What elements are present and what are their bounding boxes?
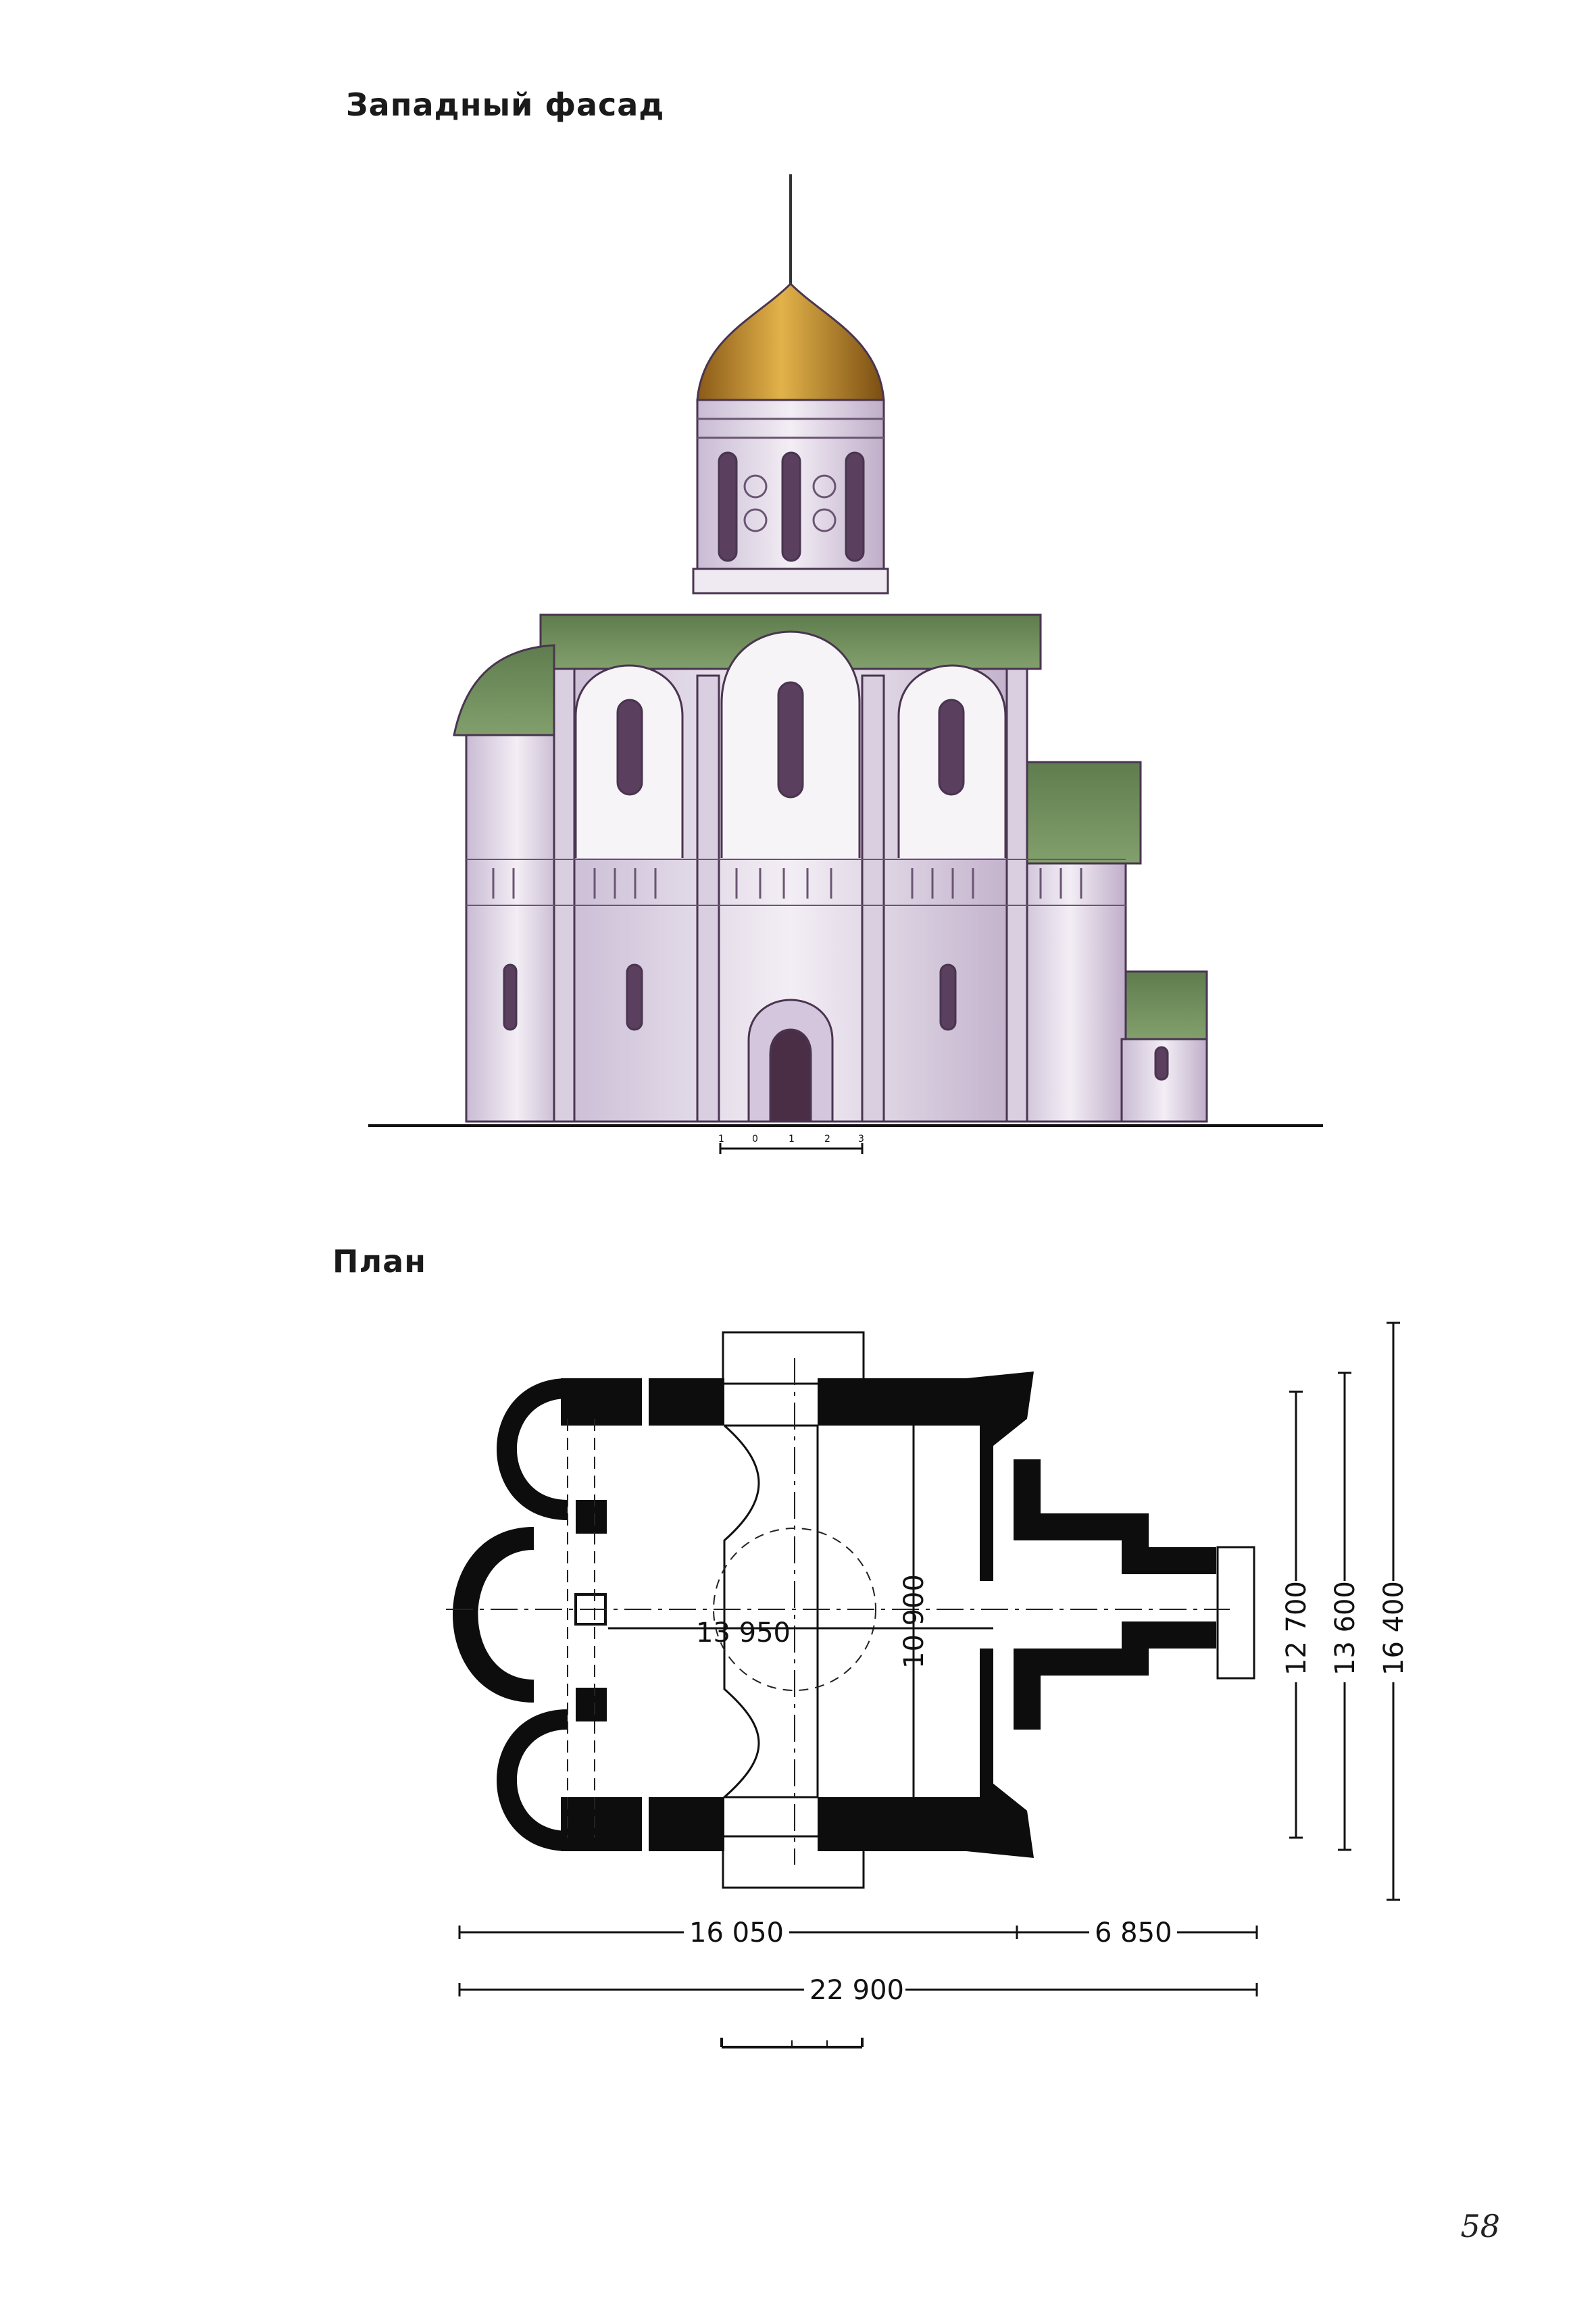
arcature-columns — [492, 868, 1082, 899]
left-wing-wall — [465, 734, 569, 1123]
facade-windows — [503, 681, 1169, 1081]
axis-lines — [446, 1358, 1230, 1865]
drum-windows — [718, 451, 865, 562]
floor-plan-drawing — [446, 1331, 1255, 1889]
scale-label-3: 3 — [858, 1134, 864, 1145]
porch-roof — [1120, 970, 1208, 1040]
dim-interior-depth: 10 900 — [899, 1574, 930, 1669]
apses — [453, 1378, 568, 1851]
walls — [561, 1372, 1216, 1858]
scale-label-1: 1 — [718, 1134, 724, 1145]
dim-13600: 13 600 — [1330, 1581, 1361, 1676]
facade-title: Западный фасад — [346, 86, 665, 123]
dim-nave-width: 13 950 — [696, 1617, 791, 1649]
dim-16400: 16 400 — [1378, 1581, 1410, 1676]
scale-label-0: 0 — [752, 1134, 758, 1145]
dim-12700: 12 700 — [1281, 1581, 1312, 1676]
dim-6850: 6 850 — [1095, 1917, 1172, 1948]
drum-ornament — [697, 418, 884, 532]
portal-door — [769, 1028, 812, 1123]
arcature-belt — [466, 859, 1126, 906]
west-facade-drawing — [368, 174, 1323, 1127]
interior-dim-lines — [608, 1426, 993, 1797]
golden-dome — [696, 282, 885, 401]
nave-outline — [722, 1424, 819, 1799]
left-apse-roof — [453, 644, 555, 738]
dim-22900: 22 900 — [809, 1975, 904, 2006]
scale-label-2: 2 — [824, 1134, 830, 1145]
dim-16050: 16 050 — [689, 1917, 784, 1948]
east-porch — [1216, 1546, 1255, 1680]
plan-scale-bar — [720, 2038, 864, 2048]
right-wing-wall — [1012, 862, 1127, 1123]
plan-title: План — [332, 1243, 427, 1280]
facade-scale-bar — [719, 1143, 864, 1154]
piers — [576, 1500, 607, 1721]
pilasters — [553, 668, 1028, 1123]
page-number: 58 — [1460, 2208, 1500, 2244]
scale-label-1b: 1 — [789, 1134, 795, 1145]
north-porch — [722, 1331, 865, 1385]
right-annex-roof — [1026, 761, 1142, 865]
